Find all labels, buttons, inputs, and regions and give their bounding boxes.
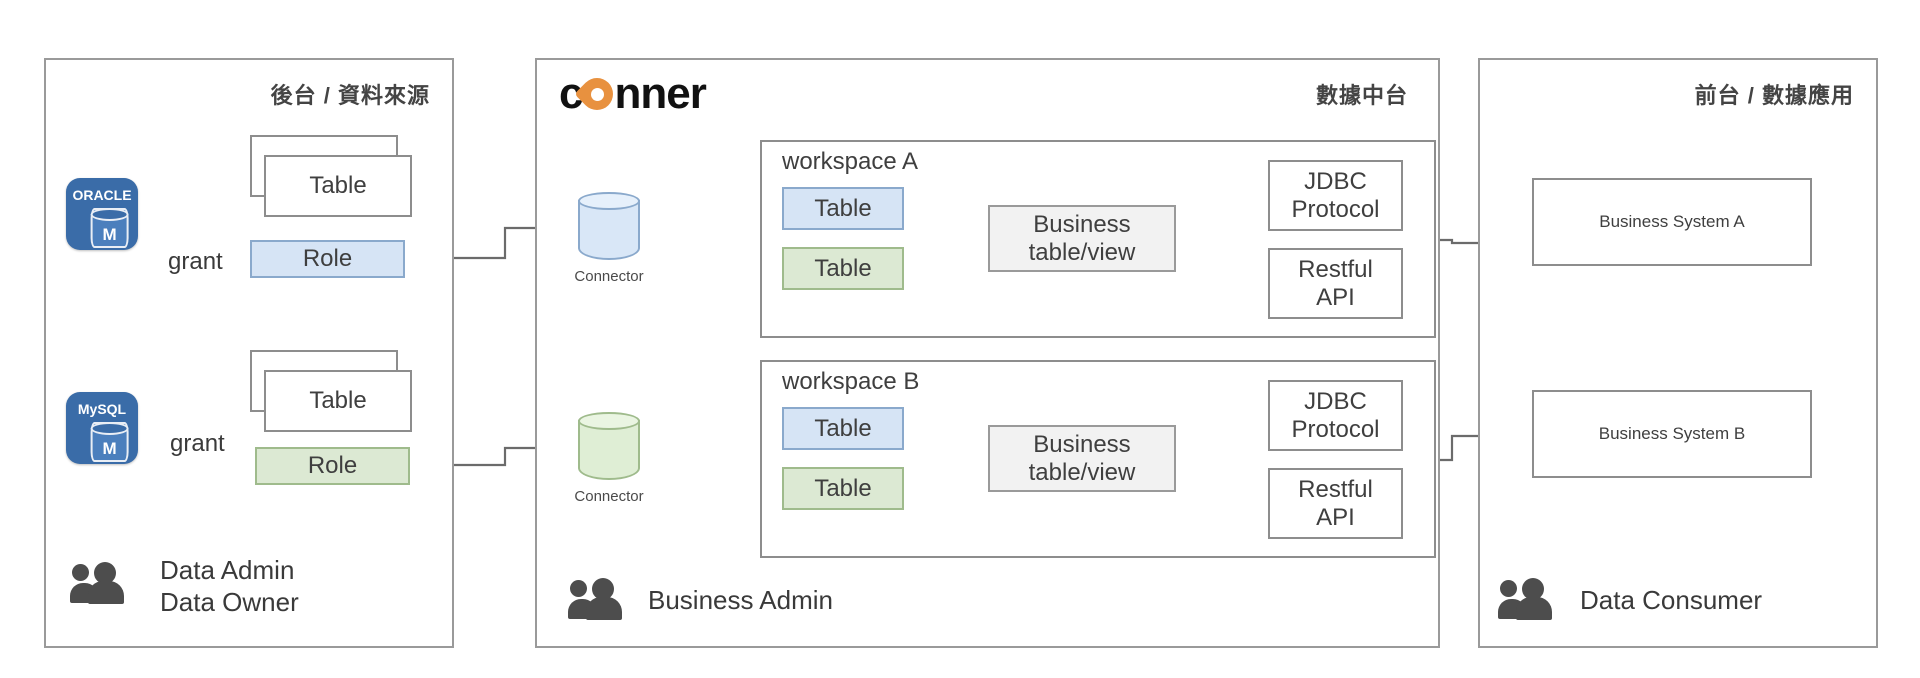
workspace-a-label: workspace A	[782, 148, 919, 175]
workspace-b-table-green[interactable]: Table	[782, 467, 904, 510]
actor-label-data-consumer: Data Consumer	[1580, 585, 1763, 615]
grant-label-mysql: grant	[170, 430, 225, 457]
oracle-db-name: ORACLE	[72, 187, 132, 203]
table-stack-front-oracle: Table	[264, 155, 412, 217]
business-system-b-box[interactable]: Business System B	[1532, 390, 1812, 478]
workspace-a-table-blue[interactable]: Table	[782, 187, 904, 230]
data-consumer-people-icon	[1498, 578, 1560, 620]
connector-blue[interactable]: Connector	[574, 192, 644, 285]
conner-pin-icon	[581, 78, 615, 112]
actor-label-data-admin: Data Admin Data Owner	[160, 555, 299, 617]
workspace-b-label: workspace B	[782, 368, 920, 395]
mysql-db-name: MySQL	[77, 401, 127, 417]
workspace-a-table-green[interactable]: Table	[782, 247, 904, 290]
mysql-db-icon: MySQL M	[66, 392, 138, 464]
actor-label-business-admin: Business Admin	[648, 585, 833, 615]
business-system-a-box[interactable]: Business System A	[1532, 178, 1812, 266]
panel-title-platform: 數據中台	[1315, 83, 1408, 108]
role-box-oracle[interactable]: Role	[250, 240, 405, 278]
workspace-a-frame	[760, 140, 1436, 338]
panel-data-application: 前台 / 數據應用	[1478, 58, 1878, 648]
connector-green-caption: Connector	[574, 488, 644, 505]
connector-blue-caption: Connector	[574, 268, 644, 285]
data-admin-people-icon	[70, 562, 132, 604]
workspace-a-jdbc-protocol[interactable]: JDBC Protocol	[1268, 160, 1403, 231]
workspace-a-restful-api[interactable]: Restful API	[1268, 248, 1403, 319]
business-admin-people-icon	[568, 578, 630, 620]
workspace-b-frame	[760, 360, 1436, 558]
workspace-a-business-table-view[interactable]: Business table/view	[988, 205, 1176, 272]
connector-green[interactable]: Connector	[574, 412, 644, 505]
workspace-b-table-blue[interactable]: Table	[782, 407, 904, 450]
workspace-b-restful-api[interactable]: Restful API	[1268, 468, 1403, 539]
panel-title-app: 前台 / 數據應用	[1694, 83, 1854, 108]
oracle-cylinder-glyph: M	[90, 208, 129, 248]
mysql-cylinder-glyph: M	[90, 422, 129, 462]
oracle-db-icon: ORACLE M	[66, 178, 138, 250]
oracle-badge-letter: M	[102, 225, 117, 244]
workspace-b-business-table-view[interactable]: Business table/view	[988, 425, 1176, 492]
table-stack-front-mysql: Table	[264, 370, 412, 432]
mysql-badge-letter: M	[102, 439, 117, 458]
workspace-b-jdbc-protocol[interactable]: JDBC Protocol	[1268, 380, 1403, 451]
role-box-mysql[interactable]: Role	[255, 447, 410, 485]
panel-title-source: 後台 / 資料來源	[270, 83, 430, 108]
grant-label-oracle: grant	[168, 248, 223, 275]
